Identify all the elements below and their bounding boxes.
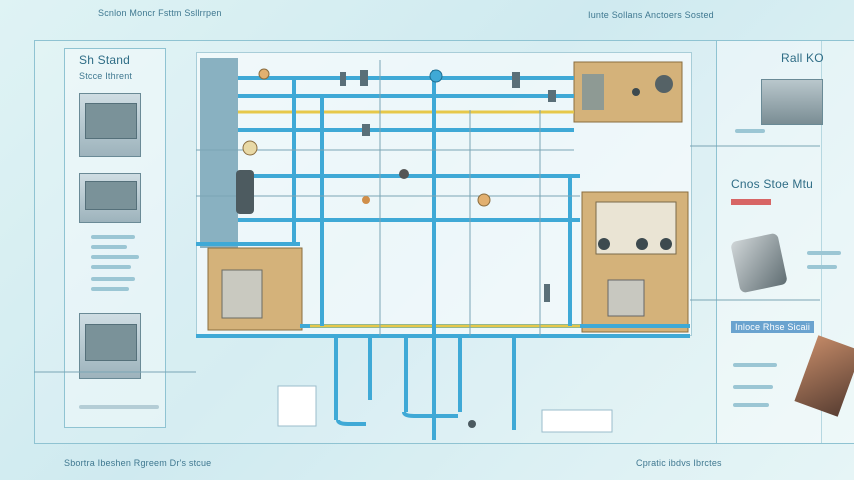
right-panel-mid-title: Cnos Stoe Mtu	[731, 177, 813, 191]
left-panel-title: Sh Stand	[79, 53, 130, 67]
gauge-icon[interactable]	[258, 68, 491, 207]
valve-symbols	[340, 70, 556, 302]
equipment-thumbnail-2[interactable]	[79, 173, 141, 223]
right-panel: Rall KO Cnos Stoe Mtu Inloce Rhse Sicaii	[716, 40, 854, 444]
footer-left-caption: Sbortra Ibeshen Rgreem Dr's stcue	[64, 458, 212, 468]
status-indicator	[731, 199, 771, 205]
header-left-caption: Scnlon Moncr Fsttm Ssllrrpen	[98, 8, 222, 18]
right-panel-top-title: Rall KO	[781, 51, 824, 65]
equipment-thumbnail-3[interactable]	[79, 313, 141, 379]
control-panel-icon[interactable]	[598, 75, 673, 250]
filter-icon[interactable]	[236, 140, 258, 214]
header-right-caption: Iunte Sollans Anctoers Sosted	[588, 10, 714, 20]
equipment-thumbnail-1[interactable]	[79, 93, 141, 157]
left-panel-subtitle: Stcce Ithrent	[79, 71, 133, 81]
footer-right-caption: Cpratic ibdvs Ibrctes	[636, 458, 722, 468]
tank-icon[interactable]	[761, 79, 823, 125]
left-panel: Sh Stand Stcce Ithrent	[64, 48, 166, 428]
right-panel-bottom-title: Inloce Rhse Sicaii	[731, 321, 815, 333]
vertical-header-pipe	[200, 58, 238, 248]
